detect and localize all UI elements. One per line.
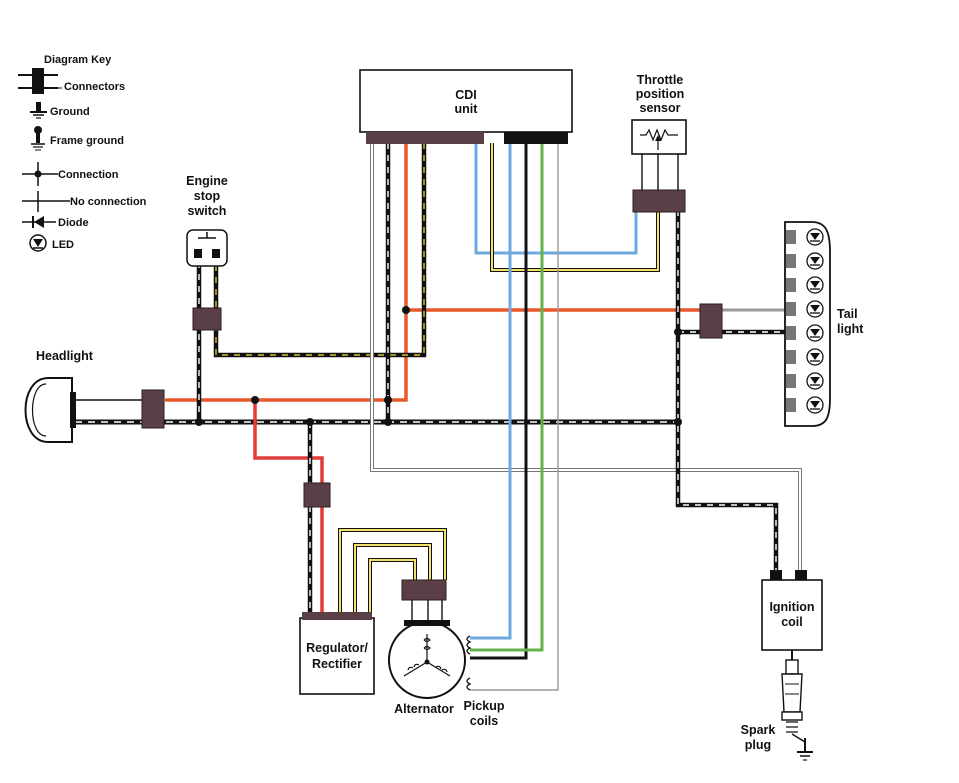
- connection-nodes: [195, 306, 682, 426]
- regulator-rectifier: Regulator/ Rectifier: [299, 612, 375, 695]
- tail-light-label-line1: Tail: [837, 307, 858, 321]
- pickup-white-wire: [470, 143, 559, 691]
- diode-key-icon: [22, 216, 56, 228]
- wires: [75, 122, 802, 691]
- engine-stop-kill-wire: [213, 143, 427, 358]
- regulator-red-wire: [253, 400, 324, 615]
- spark-plug-label-line2: plug: [745, 738, 771, 752]
- tail-led-array: [786, 228, 824, 414]
- throttle-label-line1: Throttle: [637, 73, 684, 87]
- key-connectors: Connectors: [64, 81, 125, 93]
- connection-key-icon: [22, 162, 58, 186]
- ignition-coil-label-line1: Ignition: [769, 600, 814, 614]
- key-connection: Connection: [58, 169, 119, 181]
- resistor-icon: [640, 128, 678, 142]
- alternator: Alternator: [388, 620, 466, 716]
- key-frame-ground: Frame ground: [50, 135, 124, 147]
- throttle-yellow-wire: [490, 143, 660, 272]
- headlight-connector: [141, 389, 165, 429]
- tail-light: Tail light: [784, 221, 864, 427]
- key-title: Diagram Key: [44, 54, 112, 66]
- engine-stop-label-line1: Engine: [186, 174, 228, 188]
- pickup-coil-upper-icon: [466, 635, 472, 655]
- spark-plug-label-line1: Spark: [741, 723, 776, 737]
- engine-stop-label-line2: stop: [194, 189, 221, 203]
- tail-light-connector: [699, 303, 723, 339]
- connectors: [141, 189, 723, 601]
- throttle-connector: [632, 189, 686, 213]
- ground-key-icon: [30, 102, 47, 119]
- connector-key-icon: [18, 68, 62, 94]
- key-led: LED: [52, 239, 74, 251]
- no-connection-key-icon: [22, 191, 70, 212]
- ignition-coil-label-line2: coil: [781, 615, 803, 629]
- pickup-green-wire: [470, 143, 544, 652]
- alternator-yellow-wires: [338, 528, 447, 615]
- ignition-coil: Ignition coil: [761, 570, 823, 668]
- key-no-connection: No connection: [70, 196, 147, 208]
- throttle-blue-wire: [474, 143, 638, 255]
- throttle-position-sensor: Throttle position sensor: [631, 73, 687, 155]
- led-key-icon: [29, 234, 47, 252]
- stator-coil-icon: [403, 634, 451, 677]
- engine-stop-switch: Engine stop switch: [186, 174, 228, 267]
- headlight-label: Headlight: [36, 349, 94, 363]
- key-diode: Diode: [58, 217, 89, 229]
- engine-stop-connector: [192, 307, 222, 331]
- alternator-connector: [401, 579, 447, 601]
- throttle-label-line3: sensor: [640, 101, 681, 115]
- pickup-coils: Pickup coils: [464, 635, 505, 728]
- headlight: Headlight: [24, 349, 94, 443]
- cdi-label-line1: CDI: [455, 88, 477, 102]
- cdi-label-line2: unit: [455, 102, 479, 116]
- diagram-key: Diagram Key Connectors Ground Frame grou…: [18, 54, 147, 252]
- pickup-black-wire: [470, 143, 528, 660]
- key-ground: Ground: [50, 106, 90, 118]
- regulator-label-line1: Regulator/: [306, 641, 368, 655]
- pickup-coil-lower-icon: [466, 677, 472, 691]
- engine-stop-label-line3: switch: [188, 204, 227, 218]
- regulator-label-line2: Rectifier: [312, 657, 362, 671]
- alternator-label: Alternator: [394, 702, 454, 716]
- frame-ground-key-icon: [31, 126, 45, 151]
- pickup-blue-wire: [470, 143, 512, 640]
- orange-headlight-wire: [165, 143, 408, 402]
- regulator-connector: [303, 482, 331, 508]
- tail-light-label-line2: light: [837, 322, 864, 336]
- throttle-label-line2: position: [636, 87, 685, 101]
- ignition-primary-wire: [370, 143, 802, 575]
- cdi-unit: CDI unit: [359, 69, 573, 144]
- pickup-label-line2: coils: [470, 714, 499, 728]
- spark-plug: Spark plug: [741, 659, 813, 761]
- ground-icon: [797, 751, 813, 761]
- pickup-label-line1: Pickup: [464, 699, 505, 713]
- throttle-ground-wire: [675, 210, 779, 575]
